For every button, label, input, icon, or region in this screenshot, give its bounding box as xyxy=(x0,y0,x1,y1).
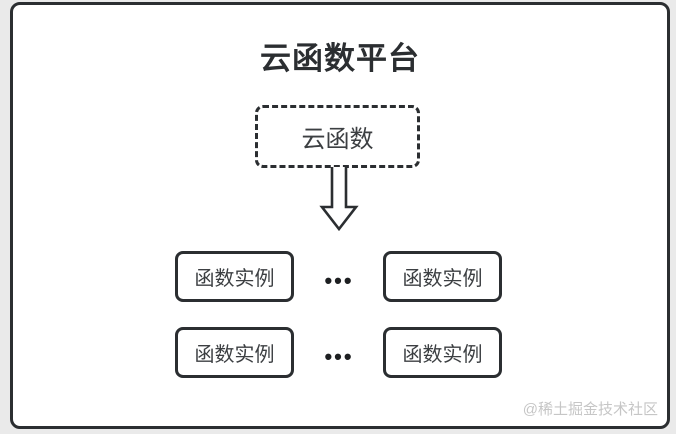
function-instance-label: 函数实例 xyxy=(402,268,483,290)
function-instance-label: 函数实例 xyxy=(194,344,275,366)
ellipsis-row1: ••• xyxy=(324,268,354,293)
function-instance-label: 函数实例 xyxy=(194,268,275,290)
watermark: @稀土掘金技术社区 xyxy=(522,401,658,418)
cloud-function-node-label: 云函数 xyxy=(301,126,374,153)
function-instance-label: 函数实例 xyxy=(402,344,483,366)
function-instance-node: 函数实例 xyxy=(383,327,502,378)
diagram-frame: 云函数平台 云函数 函数实例 ••• 函数实例 函数实例 ••• 函数实例 @稀… xyxy=(10,2,670,429)
function-instance-node: 函数实例 xyxy=(175,327,294,378)
function-instance-node: 函数实例 xyxy=(175,251,294,302)
ellipsis-row2: ••• xyxy=(324,344,354,369)
function-instance-node: 函数实例 xyxy=(383,251,502,302)
down-arrow-icon xyxy=(319,167,359,231)
diagram-title: 云函数平台 xyxy=(260,41,420,76)
cloud-function-node: 云函数 xyxy=(255,105,420,168)
